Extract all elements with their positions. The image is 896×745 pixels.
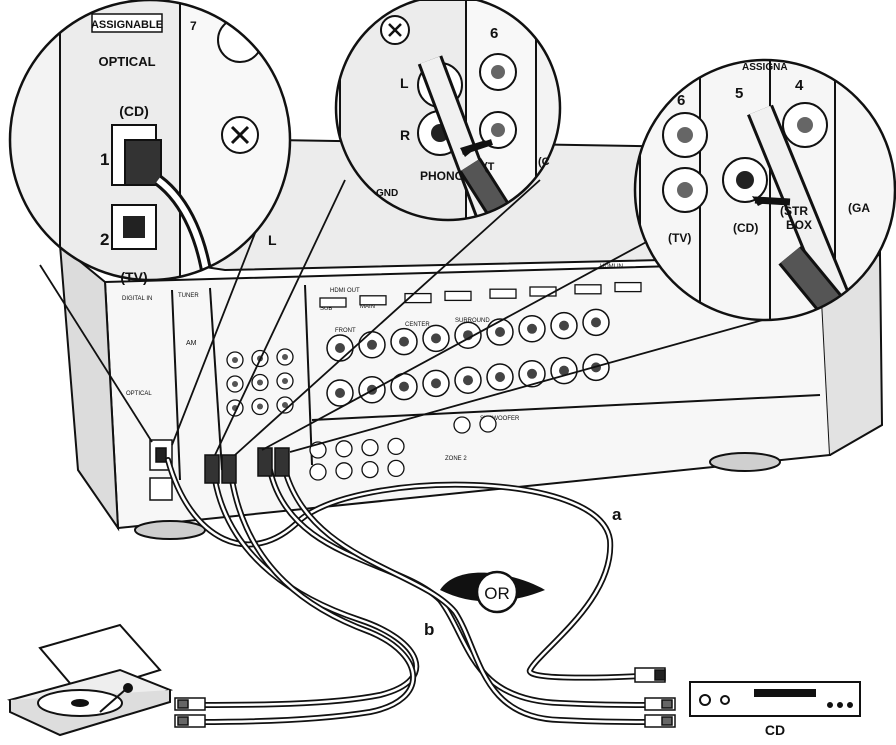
optical-port-1-label: 1 — [100, 150, 109, 169]
speaker-terminal-core — [527, 368, 537, 379]
rca-jack — [387, 459, 405, 478]
rca-jack — [309, 463, 327, 481]
hdmi-port-row — [319, 281, 642, 308]
phono-l-label: L — [400, 75, 409, 91]
cable-plugs-cd — [634, 667, 676, 728]
rca-jack-core — [232, 381, 238, 387]
speaker-terminal-core — [559, 365, 569, 376]
rca-jack — [453, 416, 471, 434]
rca-jack — [361, 438, 379, 457]
hdmi-port — [444, 290, 472, 302]
partial-letter-left: L — [268, 232, 277, 248]
rca-jack — [387, 437, 405, 456]
optical-port-2-label: 2 — [100, 230, 109, 249]
subwoofer-label: SUBWOOFER — [480, 416, 520, 422]
assignable-header-right: ASSIGNA — [742, 62, 788, 73]
rca-jack — [335, 440, 353, 458]
receiver-labels: DIGITAL IN TUNER AM OPTICAL HDMI OUT SUB… — [122, 264, 623, 462]
am-label: AM — [186, 340, 197, 347]
rca-jack-core — [282, 378, 288, 384]
cd-player-icon — [689, 681, 861, 717]
jack-5-label: 5 — [735, 85, 743, 102]
hdmi-port — [404, 292, 432, 304]
strm-box-label-1: (STR — [780, 204, 808, 218]
speaker-terminal-core — [399, 381, 409, 392]
jack-cd-label: (CD) — [733, 221, 758, 235]
speaker-terminal-core — [591, 317, 601, 328]
hdmi-in-label: HDMI IN — [600, 264, 623, 270]
jack-4-label: 4 — [795, 77, 804, 94]
speaker-terminal-core — [527, 323, 537, 334]
speaker-terminal-core — [559, 320, 569, 331]
jack-6-right-label: 6 — [677, 92, 685, 109]
hdmi-out-label: HDMI OUT — [330, 288, 360, 294]
rca-jack — [479, 415, 497, 433]
speaker-terminal-core — [495, 327, 505, 337]
label-a: a — [612, 505, 622, 524]
jack-tv-label: (TV) — [668, 231, 691, 245]
hdmi-sub-label: SUB — [320, 306, 332, 312]
rca-jack-core — [257, 403, 263, 410]
speaker-terminal-core — [335, 343, 345, 353]
callout-optical-zoom: ASSIGNABLE OPTICAL (CD) 1 2 (TV) 7 L — [8, 0, 292, 285]
speaker-terminals — [326, 308, 610, 407]
partial-tv-middle: (T — [484, 161, 495, 173]
partial-number-left: 7 — [190, 19, 197, 33]
hdmi-port — [574, 284, 602, 295]
optical-tv-label: (TV) — [120, 269, 147, 285]
speaker-terminal-core — [431, 378, 441, 389]
label-b: b — [424, 620, 434, 639]
callout-cd-input-zoom: ASSIGNA 6 5 4 (TV) (CD) (STR BOX (GA — [633, 58, 896, 322]
rca-jack-grid — [226, 348, 497, 481]
speaker-terminal-core — [367, 339, 377, 350]
optical-label-small: OPTICAL — [126, 391, 152, 397]
zone2-label: ZONE 2 — [445, 456, 467, 462]
center-label: CENTER — [405, 322, 430, 328]
rca-jack-core — [282, 354, 288, 360]
assignable-header-left: ASSIGNABLE — [91, 19, 163, 31]
speaker-terminal-core — [463, 375, 473, 386]
partial-right-middle: (C — [538, 156, 550, 168]
hdmi-port — [529, 286, 557, 297]
rca-jack-core — [257, 379, 263, 386]
speaker-terminal-core — [335, 388, 345, 398]
hdmi-port — [614, 281, 642, 293]
speaker-terminal-core — [431, 333, 441, 344]
speaker-terminal-core — [399, 336, 409, 347]
hdmi-port — [489, 288, 517, 299]
speaker-terminal-core — [495, 372, 505, 382]
optical-cd-label: (CD) — [119, 103, 149, 119]
callout-leaders — [39, 179, 771, 456]
rca-jack-core — [232, 357, 238, 363]
game-label-partial: (GA — [848, 201, 870, 215]
callout-phono-zoom: L R 6 PHONO GND (T (C — [334, 0, 562, 222]
gnd-label: GND — [376, 188, 398, 199]
phono-r-label: R — [400, 127, 410, 143]
digital-in-label: DIGITAL IN — [122, 296, 152, 302]
rca-jack — [335, 462, 353, 480]
rca-jack — [361, 460, 379, 479]
hdmi-port — [319, 297, 347, 308]
surround-label: SURROUND — [455, 318, 490, 324]
or-badge: OR — [440, 570, 545, 614]
rca-plugs-receiver — [204, 447, 290, 484]
strm-box-label-2: BOX — [786, 218, 812, 232]
or-label: OR — [484, 584, 510, 603]
jack-6-label: 6 — [490, 25, 498, 42]
cable-plugs-turntable — [174, 697, 206, 728]
cables — [165, 457, 653, 725]
hdmi-main-label: MAIN — [360, 304, 375, 310]
phono-label: PHONO — [420, 169, 464, 183]
front-label: FRONT — [335, 328, 356, 334]
tuner-label: TUNER — [178, 293, 199, 299]
optical-header: OPTICAL — [98, 54, 155, 69]
hdmi-port — [359, 295, 387, 306]
rca-jack-core — [282, 402, 288, 408]
turntable-icon — [7, 623, 174, 737]
cd-player-label: CD — [765, 722, 785, 738]
